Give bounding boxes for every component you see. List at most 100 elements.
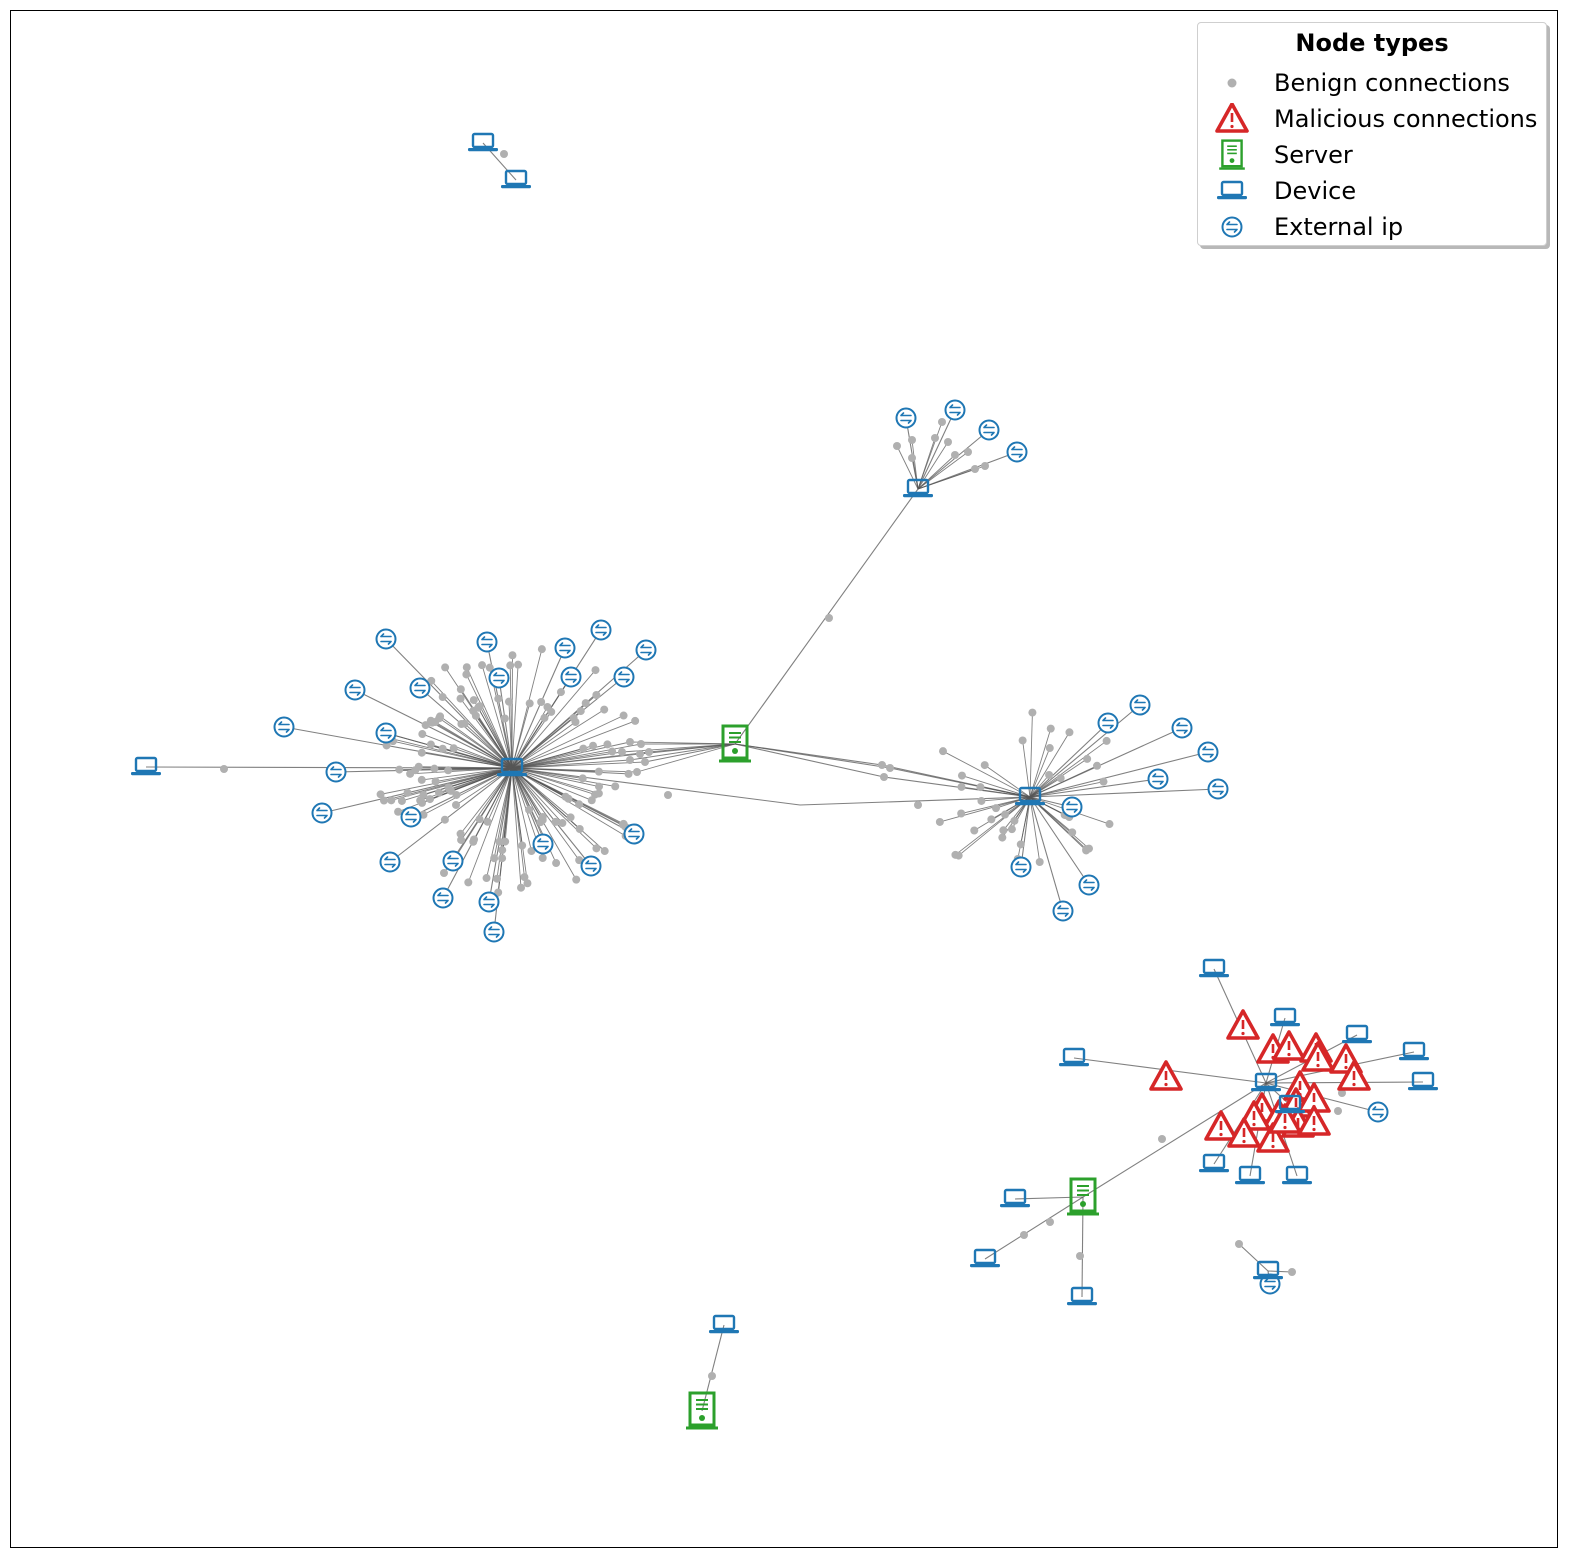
benign-connection-node — [591, 666, 600, 675]
benign-connection-node — [603, 740, 612, 749]
external-ip-node — [613, 666, 635, 688]
benign-connection-node — [991, 804, 1000, 813]
benign-connection-node — [469, 706, 478, 715]
legend: Node types Benign connections Malicious … — [1197, 22, 1547, 246]
benign-connection-node — [490, 854, 499, 863]
legend-label-benign: Benign connections — [1274, 69, 1510, 97]
device-node — [1268, 1007, 1302, 1028]
benign-connection-node — [514, 660, 523, 669]
edge — [1029, 704, 1141, 798]
device-node — [466, 132, 500, 153]
benign-connection-node — [537, 645, 546, 654]
external-ip-node — [1129, 694, 1151, 716]
edge — [701, 1324, 725, 1412]
device-node — [129, 756, 163, 777]
benign-connection-node — [825, 614, 833, 622]
edge — [1029, 740, 1107, 798]
legend-label-external-ip: External ip — [1274, 213, 1404, 241]
benign-connection-node — [592, 690, 601, 699]
benign-connection-node — [387, 796, 396, 805]
edge — [511, 767, 525, 878]
edge — [498, 677, 513, 769]
benign-connection-node — [498, 854, 507, 863]
external-ip-node — [1010, 856, 1032, 878]
edge — [1029, 778, 1159, 798]
benign-connection-node — [527, 847, 536, 856]
edge — [734, 743, 891, 769]
external-ip-node — [311, 802, 333, 824]
benign-connection-node — [551, 817, 560, 826]
benign-connection-node — [469, 696, 478, 705]
external-ip-node — [1097, 712, 1119, 734]
edge — [438, 717, 513, 769]
benign-connection-node — [636, 750, 644, 758]
benign-connection-node — [977, 796, 986, 805]
benign-connection-node — [1338, 1089, 1346, 1097]
benign-connection-node — [220, 765, 228, 773]
edge — [1029, 777, 1061, 798]
benign-connection-node — [1045, 770, 1054, 779]
external-ip-node — [532, 833, 554, 855]
benign-connection-node — [589, 741, 598, 750]
benign-connection-node — [493, 874, 502, 883]
edge — [511, 767, 606, 852]
legend-item-benign: Benign connections — [1198, 65, 1546, 101]
benign-connection-node — [538, 853, 547, 862]
benign-connection-node — [581, 699, 590, 708]
edge — [466, 667, 513, 769]
benign-connection-node — [1035, 858, 1044, 867]
edge — [460, 767, 513, 841]
edge — [1020, 796, 1031, 868]
benign-connection-node — [886, 764, 894, 772]
edge — [511, 767, 532, 852]
edge — [382, 731, 513, 769]
benign-connection-node — [556, 688, 565, 697]
edge — [430, 720, 513, 769]
legend-label-device: Device — [1274, 177, 1357, 205]
benign-connection-node — [525, 699, 534, 708]
legend-item-server: Server — [1198, 137, 1546, 173]
benign-connection-node — [382, 741, 391, 750]
warning-triangle-icon — [1215, 103, 1249, 133]
benign-connection-node — [418, 798, 427, 807]
benign-connection-node — [576, 707, 585, 716]
edge — [511, 767, 596, 796]
edge — [472, 767, 513, 843]
edge — [501, 767, 513, 851]
benign-connection-node — [430, 764, 439, 773]
benign-connection-node — [957, 771, 966, 780]
benign-connection-node — [944, 438, 952, 446]
server-icon — [1217, 139, 1247, 170]
benign-connection-node — [1093, 761, 1102, 770]
external-ip-node — [1207, 778, 1229, 800]
benign-connection-node — [494, 694, 503, 703]
dot-icon — [1227, 78, 1237, 88]
edge — [984, 1196, 1084, 1260]
edge — [354, 689, 513, 769]
edge — [1029, 774, 1050, 798]
edge — [961, 786, 1031, 798]
benign-connection-node — [537, 698, 546, 706]
exchange-arrows-icon — [1221, 216, 1243, 238]
benign-connection-node — [456, 685, 465, 694]
malicious-connection-node — [1226, 1009, 1260, 1040]
benign-connection-node — [624, 769, 633, 778]
benign-connection-node — [1099, 777, 1108, 786]
benign-connection-node — [523, 879, 532, 888]
benign-connection-node — [500, 714, 509, 723]
benign-connection-node — [1105, 820, 1114, 829]
benign-connection-node — [426, 716, 435, 725]
external-ip-node — [442, 850, 464, 872]
edge — [511, 709, 605, 769]
benign-connection-node — [976, 783, 985, 792]
benign-connection-node — [600, 705, 609, 714]
edge — [389, 767, 513, 863]
external-ip-node — [1006, 441, 1028, 463]
external-ip-node — [488, 667, 510, 689]
edge — [511, 761, 646, 769]
benign-connection-node — [517, 883, 526, 892]
external-ip-node — [375, 722, 397, 744]
benign-connection-node — [938, 747, 947, 756]
benign-connection-node — [1158, 1135, 1166, 1143]
device-node — [1057, 1047, 1091, 1068]
